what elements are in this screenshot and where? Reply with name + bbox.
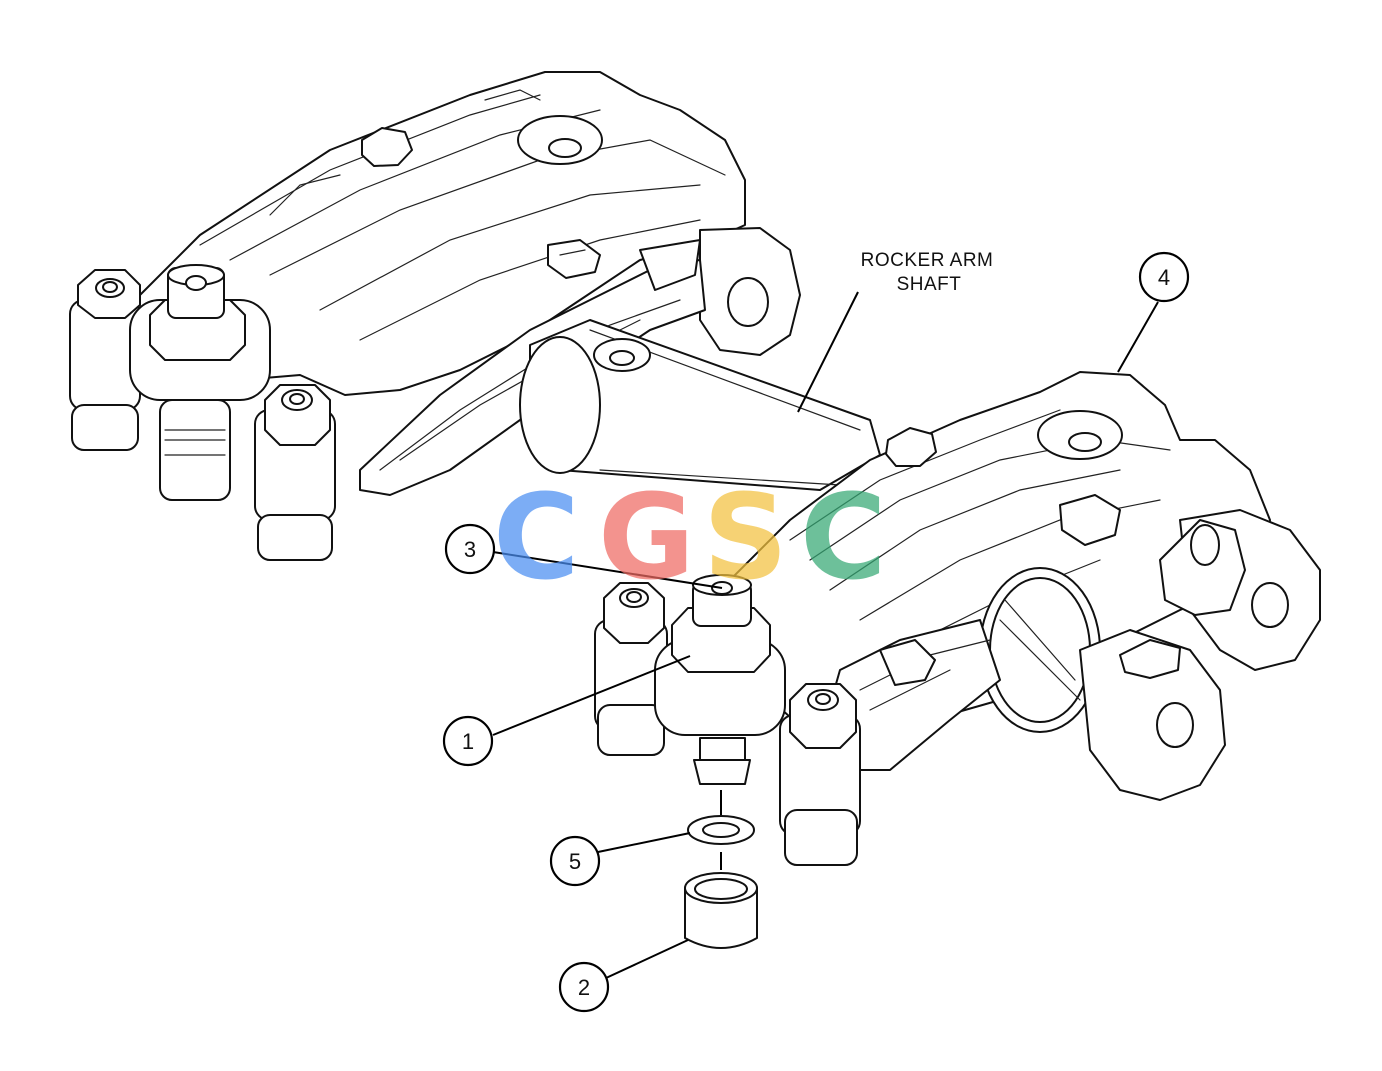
callout-1: 1 [442,715,494,767]
shaft-label-line1: ROCKER ARM [861,250,994,271]
exploded-parts [684,790,758,949]
front-rocker-arm-assembly [594,371,1321,866]
cgsc-watermark: C G S C [493,468,887,606]
watermark-letter-c1: C [493,468,580,606]
callout-1-number: 1 [462,729,474,754]
callout-4: 4 [1138,251,1190,303]
watermark-letter-c2: C [800,468,887,606]
watermark-letter-g: G [598,468,695,606]
button-part-2 [684,887,758,949]
shaft-label-line2: SHAFT [897,274,962,295]
rocker-arm-shaft-label: ROCKER ARM SHAFT [861,250,994,295]
callout-2-number: 2 [578,975,590,1000]
rocker-arm-shaft [519,319,881,491]
callout-2: 2 [558,961,610,1013]
callout-3-number: 3 [464,537,476,562]
callout-4-number: 4 [1158,265,1170,290]
leader-lines [492,291,1159,979]
callout-3: 3 [444,523,496,575]
watermark-letter-s: S [703,468,788,606]
callout-5: 5 [549,835,601,887]
callout-5-number: 5 [569,849,581,874]
